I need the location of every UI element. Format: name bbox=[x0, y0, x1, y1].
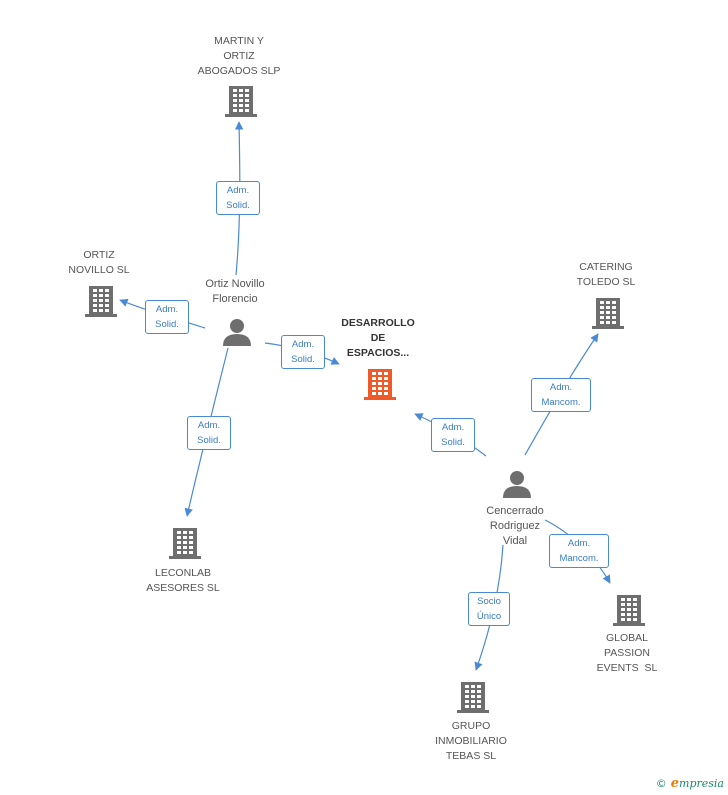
edge-role-label-line: Solid. bbox=[155, 319, 179, 330]
person-icon[interactable] bbox=[223, 319, 251, 346]
edge-role-label-line: Adm. bbox=[441, 422, 465, 433]
edge-role-label-line: Adm. bbox=[197, 420, 221, 431]
node-label-line: Cencerrado bbox=[486, 505, 544, 517]
building-icon[interactable] bbox=[85, 286, 117, 317]
edge-role-label[interactable]: Adm. Solid. bbox=[281, 335, 325, 369]
building-icon[interactable] bbox=[225, 86, 257, 117]
node-label-martin[interactable]: MARTIN Y ORTIZ ABOGADOS SLP bbox=[179, 34, 299, 79]
edge-role-label[interactable]: Adm. Solid. bbox=[145, 300, 189, 334]
edge-role-label[interactable]: Adm. Solid. bbox=[216, 181, 260, 215]
edge-role-label-line: Solid. bbox=[197, 435, 221, 446]
node-label-line: PASSION bbox=[604, 647, 650, 659]
node-label-line: TEBAS SL bbox=[445, 750, 497, 762]
edge-role-label-line: Mancom. bbox=[541, 397, 581, 408]
node-label-line: EVENTS SL bbox=[596, 662, 658, 674]
brand-name: mpresia bbox=[679, 777, 724, 790]
node-label-line: DESARROLLO bbox=[341, 317, 415, 329]
node-label-line: LECONLAB bbox=[154, 567, 212, 579]
node-label-line: GRUPO bbox=[451, 720, 491, 732]
building-icon[interactable] bbox=[364, 369, 396, 400]
edge-role-label-line: Solid. bbox=[441, 437, 465, 448]
node-label-line: DE bbox=[370, 332, 386, 344]
edge-role-label[interactable]: Adm. Mancom. bbox=[531, 378, 591, 412]
node-label-line: NOVILLO SL bbox=[68, 264, 130, 276]
node-label-line: TOLEDO SL bbox=[576, 276, 636, 288]
node-label-grupo[interactable]: GRUPO INMOBILIARIO TEBAS SL bbox=[411, 719, 531, 764]
node-label-line: ESPACIOS... bbox=[346, 347, 410, 359]
node-label-global[interactable]: GLOBAL PASSION EVENTS SL bbox=[567, 631, 687, 676]
copyright-symbol: © bbox=[655, 777, 667, 790]
node-label-line: ORTIZ bbox=[83, 249, 115, 261]
node-label-line: Vidal bbox=[502, 535, 528, 547]
building-icon[interactable] bbox=[169, 528, 201, 559]
edge-role-label-line: Adm. bbox=[291, 339, 315, 350]
node-label-line: MARTIN Y bbox=[214, 35, 264, 47]
edge-role-label-line: Solid. bbox=[291, 354, 315, 365]
node-label-line: Rodriguez bbox=[489, 520, 541, 532]
edge-role-label-line: Adm. bbox=[155, 304, 179, 315]
edge-role-label[interactable]: Adm. Solid. bbox=[431, 418, 475, 452]
brand-e: e bbox=[670, 776, 680, 791]
building-icon[interactable] bbox=[592, 298, 624, 329]
node-label-line: GLOBAL bbox=[605, 632, 649, 644]
node-label-ortiz-novillo[interactable]: ORTIZ NOVILLO SL bbox=[39, 248, 159, 278]
node-label-line: ASESORES SL bbox=[146, 582, 220, 594]
edge-role-label-line: Adm. bbox=[226, 185, 250, 196]
node-label-line: ORTIZ bbox=[223, 50, 255, 62]
building-icon[interactable] bbox=[457, 682, 489, 713]
node-label-leconlab[interactable]: LECONLAB ASESORES SL bbox=[123, 566, 243, 596]
node-label-line: INMOBILIARIO bbox=[435, 735, 507, 747]
building-icon[interactable] bbox=[613, 595, 645, 626]
empresia-footer[interactable]: ©empresia bbox=[656, 776, 724, 791]
node-label-desarrollo[interactable]: DESARROLLO DE ESPACIOS... bbox=[318, 316, 438, 361]
node-label-line: Florencio bbox=[212, 293, 258, 305]
node-label-line: Ortiz Novillo bbox=[205, 278, 265, 290]
edge-role-label[interactable]: Adm. Solid. bbox=[187, 416, 231, 450]
edge-role-label-line: Único bbox=[476, 611, 502, 622]
edge-role-label-line: Adm. bbox=[567, 538, 591, 549]
edge-role-label[interactable]: Adm. Mancom. bbox=[549, 534, 609, 568]
edge-role-label-line: Solid. bbox=[226, 200, 250, 211]
node-label-line: ABOGADOS SLP bbox=[197, 65, 281, 77]
person-icon[interactable] bbox=[503, 471, 531, 498]
node-label-catering[interactable]: CATERING TOLEDO SL bbox=[546, 260, 666, 290]
edge-role-label-line: Socio bbox=[477, 596, 501, 607]
edge-role-label-line: Adm. bbox=[549, 382, 573, 393]
edge-role-label-line: Mancom. bbox=[559, 553, 599, 564]
node-label-line: CATERING bbox=[579, 261, 633, 273]
